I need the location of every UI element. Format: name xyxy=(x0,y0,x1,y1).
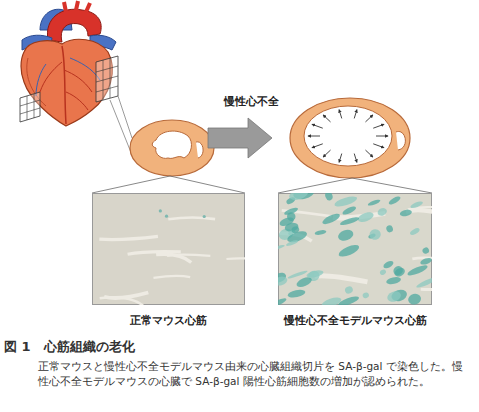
micrograph-panel: 慢性心不全モデルマウス心筋 xyxy=(278,193,432,327)
zoom-lines xyxy=(278,178,432,193)
arrow-label: 慢性心不全 xyxy=(224,94,279,109)
figure-caption: 正常マウスと慢性心不全モデルマウス由来の心臓組織切片を SA-β-gal で染色… xyxy=(38,359,470,389)
panel-label: 慢性心不全モデルマウス心筋 xyxy=(258,313,452,328)
zoom-lines xyxy=(92,176,245,193)
tissue-image xyxy=(92,193,245,305)
panel-label: 正常マウス心筋 xyxy=(72,313,265,328)
failing-cross-section xyxy=(290,98,410,178)
micrograph-panel: 正常マウス心筋 xyxy=(92,193,245,327)
progression-arrow xyxy=(208,118,272,158)
tissue-image xyxy=(278,193,432,305)
heart-illustration xyxy=(20,1,118,126)
figure-title: 図 1 心筋組織の老化 xyxy=(4,338,135,356)
normal-cross-section xyxy=(130,120,214,176)
